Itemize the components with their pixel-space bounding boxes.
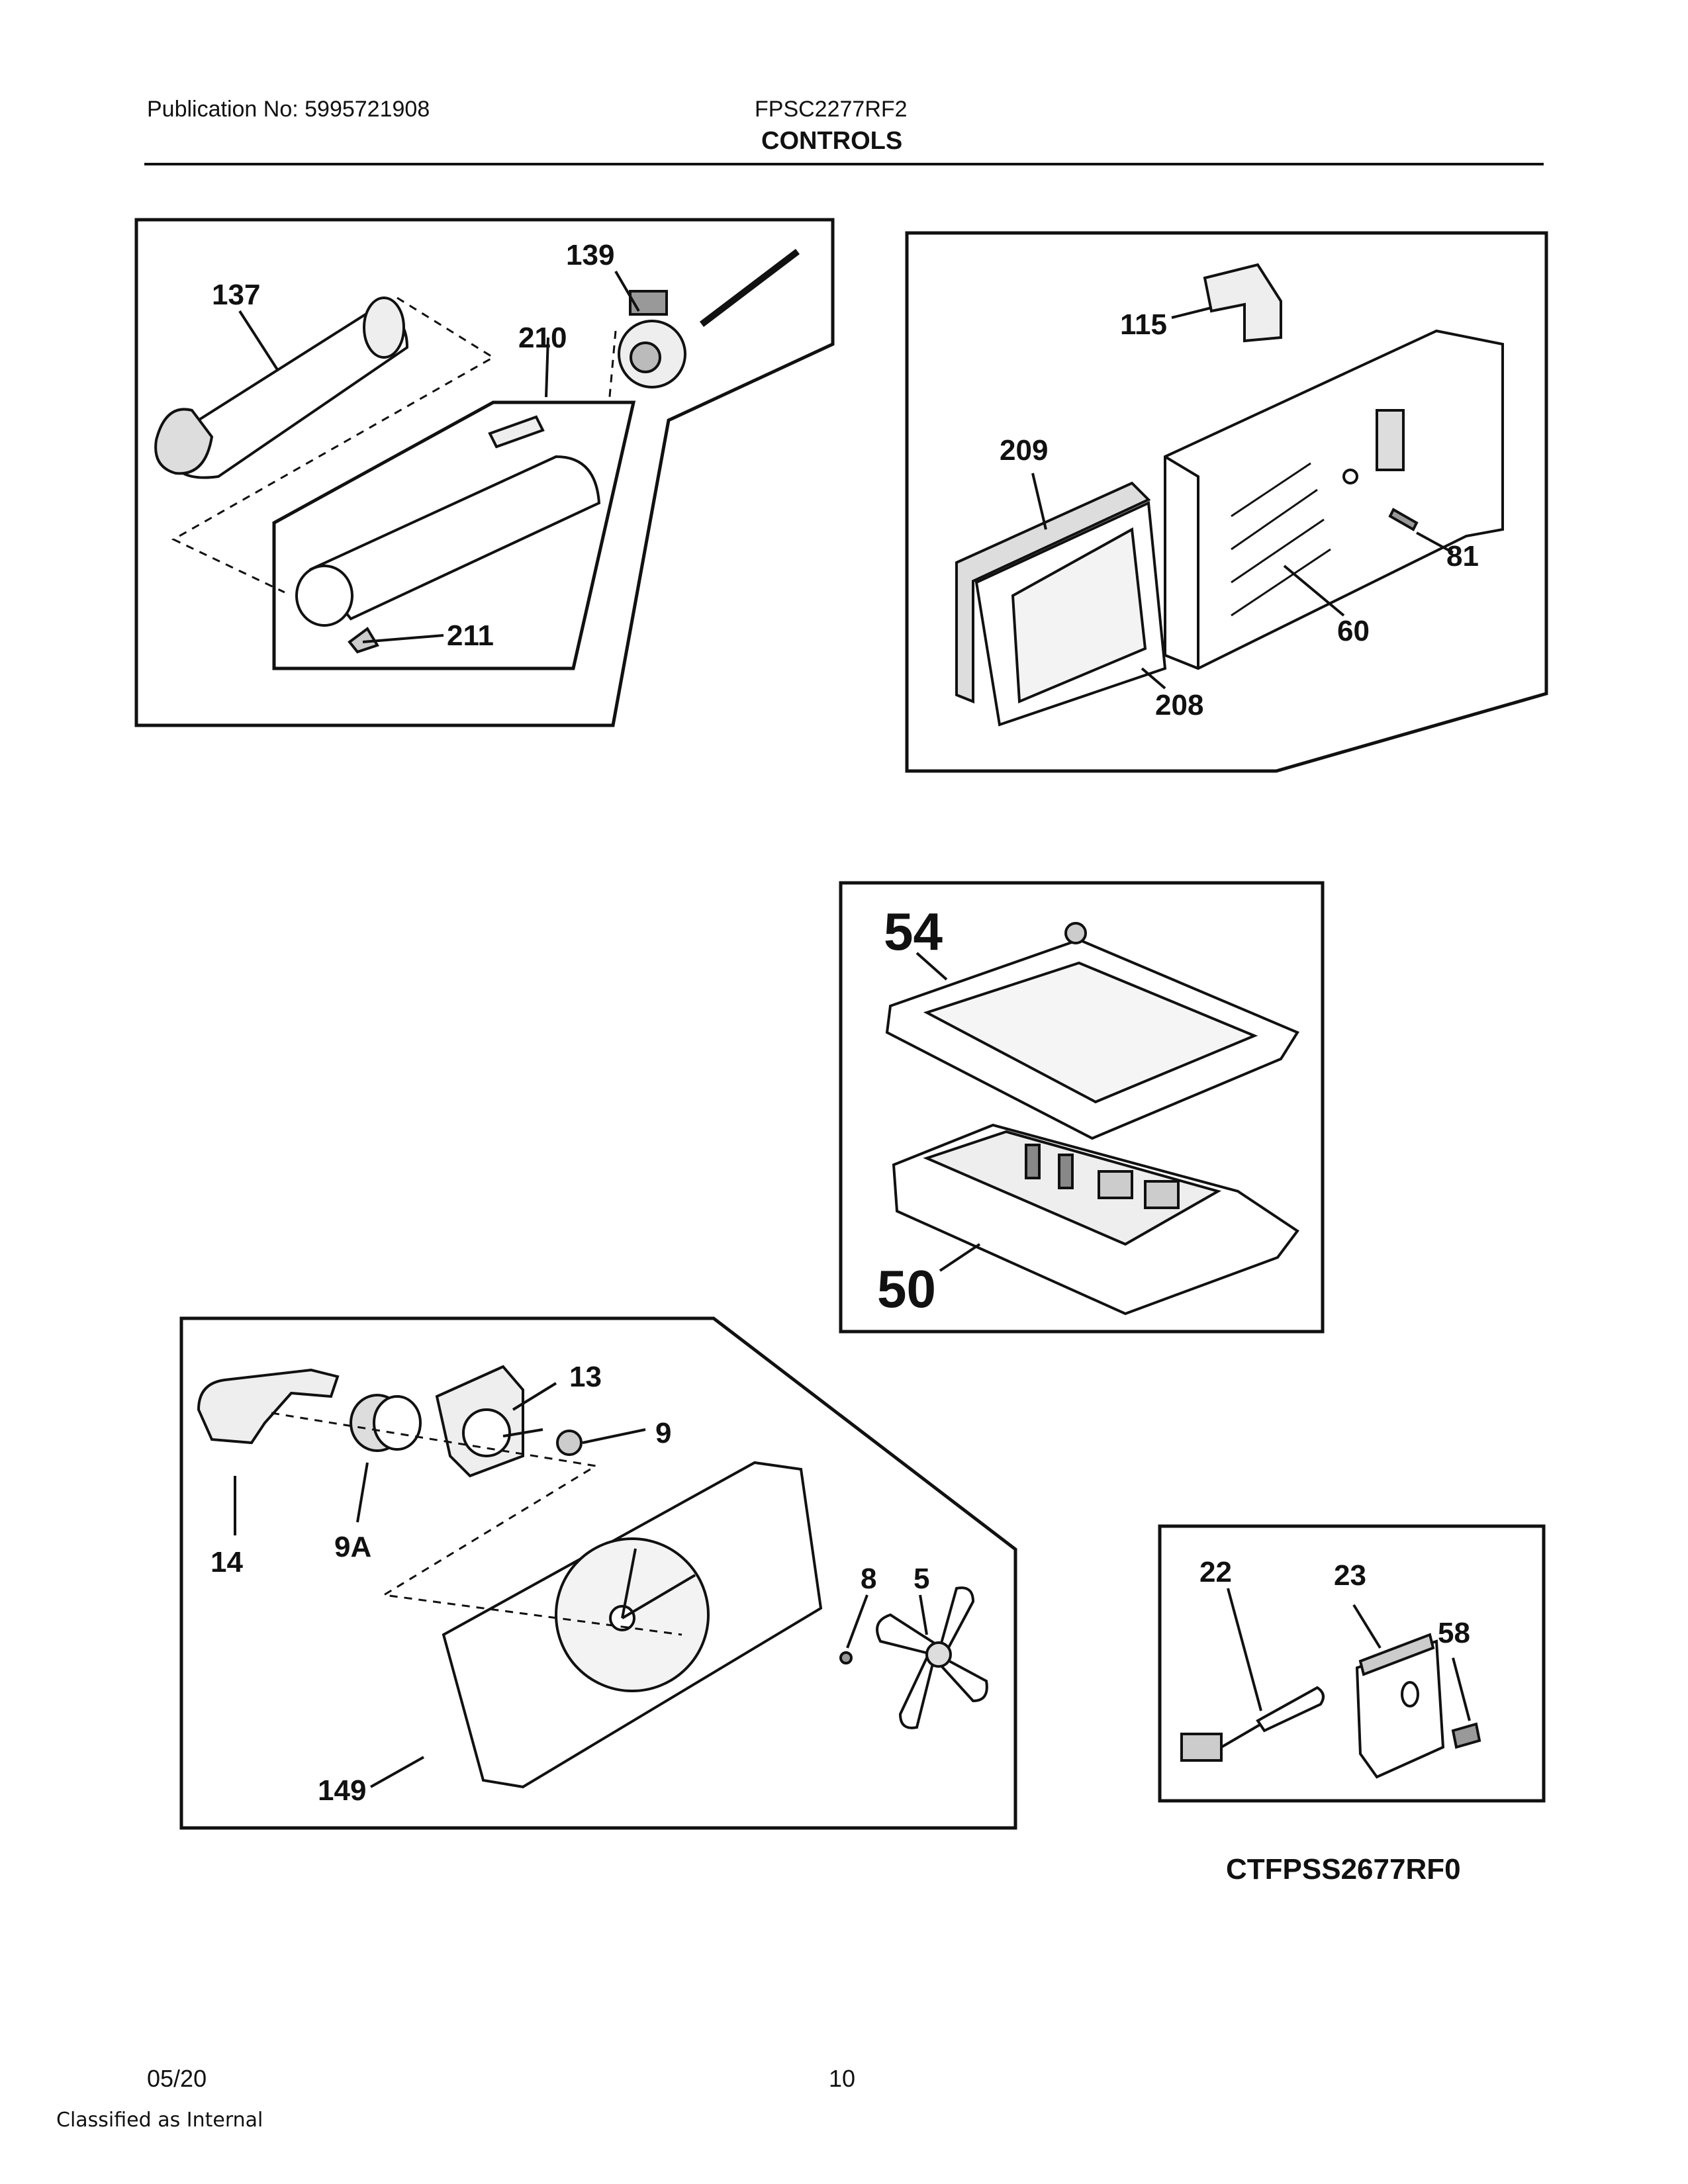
callout-137: 137: [212, 279, 260, 311]
dispenser-tube-210: [295, 415, 601, 627]
callout-5: 5: [914, 1563, 929, 1595]
filter-frame-208: [974, 501, 1167, 727]
callout-208: 208: [1155, 689, 1203, 721]
callout-60: 60: [1337, 615, 1370, 647]
clip-211: [348, 627, 379, 654]
housing-60: [1164, 329, 1504, 670]
motor-13: [435, 1365, 543, 1478]
footer-classification: Classified as Internal: [56, 2109, 263, 2132]
callout-139: 139: [566, 239, 614, 271]
callout-22: 22: [1199, 1556, 1232, 1588]
callout-115: 115: [1120, 308, 1167, 341]
callout-8: 8: [861, 1563, 876, 1595]
sensor-22: [1180, 1686, 1325, 1762]
callout-54: 54: [884, 902, 943, 961]
callout-13: 13: [569, 1361, 602, 1393]
control-cover-54: [885, 922, 1299, 1140]
callout-209: 209: [1000, 434, 1048, 467]
diagram-code: CTFPSS2677RF0: [1226, 1853, 1461, 1886]
panel-fan: [179, 1316, 1017, 1830]
subpanel-housing: [272, 400, 636, 670]
callout-81: 81: [1446, 540, 1479, 572]
screw-58: [1451, 1722, 1481, 1749]
panel-sensor: [1158, 1524, 1546, 1803]
panel-bracket: [905, 231, 1548, 773]
fan-blade-5: [876, 1586, 988, 1729]
callout-149: 149: [318, 1774, 366, 1807]
callout-23: 23: [1334, 1559, 1366, 1592]
header-rule: [144, 163, 1544, 165]
switch-139: [618, 249, 800, 388]
callout-50: 50: [877, 1259, 936, 1318]
callout-210: 210: [518, 322, 567, 354]
footer-date: 05/20: [147, 2065, 207, 2092]
fan-shroud-149: [442, 1461, 823, 1789]
model-number: FPSC2277RF2: [755, 97, 908, 122]
footer-page-number: 10: [829, 2065, 856, 2092]
bracket-14: [197, 1368, 340, 1445]
control-board-50: [892, 1123, 1299, 1316]
callout-14: 14: [211, 1546, 243, 1578]
nut-9: [556, 1430, 583, 1456]
panel-dispenser-tube: [134, 218, 835, 727]
callout-9A: 9A: [334, 1531, 371, 1563]
callout-211: 211: [447, 619, 494, 652]
sensor-cover-23: [1355, 1633, 1445, 1779]
filter-cylinder-137: [154, 296, 409, 479]
screw-81: [1388, 508, 1419, 531]
clip-115: [1203, 263, 1282, 343]
publication-number: Publication No: 5995721908: [147, 97, 430, 122]
section-title: CONTROLS: [761, 127, 903, 155]
panel-control-board: [839, 881, 1325, 1334]
washer-8: [839, 1651, 853, 1664]
filter-foam-209: [955, 481, 1151, 704]
bushing-9A: [350, 1394, 422, 1452]
callout-58: 58: [1438, 1617, 1470, 1649]
callout-9: 9: [655, 1417, 671, 1449]
